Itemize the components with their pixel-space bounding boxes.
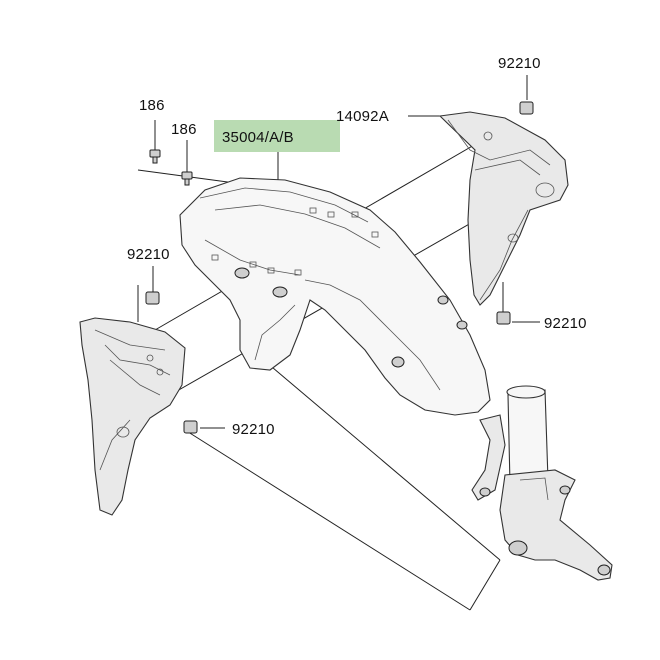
label-35004[interactable]: 35004/A/B xyxy=(222,129,294,146)
nut-92210-left xyxy=(145,291,160,305)
bolt-186-b xyxy=(181,171,193,186)
bolt-186-a xyxy=(149,149,161,164)
front-fender xyxy=(179,177,491,416)
part-labels: 186 186 35004/A/B 14092A 92210 92210 922… xyxy=(127,55,587,438)
label-14092a: 14092A xyxy=(336,108,389,125)
label-186-a: 186 xyxy=(139,97,165,114)
nut-92210-bottom xyxy=(183,420,198,434)
label-186-b: 186 xyxy=(171,121,197,138)
fender-tabs xyxy=(211,207,379,276)
label-92210-right: 92210 xyxy=(544,315,587,332)
right-side-cover xyxy=(438,111,569,306)
label-92210-top: 92210 xyxy=(498,55,541,72)
front-fork xyxy=(471,385,613,581)
label-92210-bottom: 92210 xyxy=(232,421,275,438)
label-92210-left: 92210 xyxy=(127,246,170,263)
left-side-cover xyxy=(79,317,186,516)
nut-92210-right xyxy=(496,311,511,325)
highlight-35004 xyxy=(214,120,340,152)
nut-92210-top xyxy=(519,101,534,115)
